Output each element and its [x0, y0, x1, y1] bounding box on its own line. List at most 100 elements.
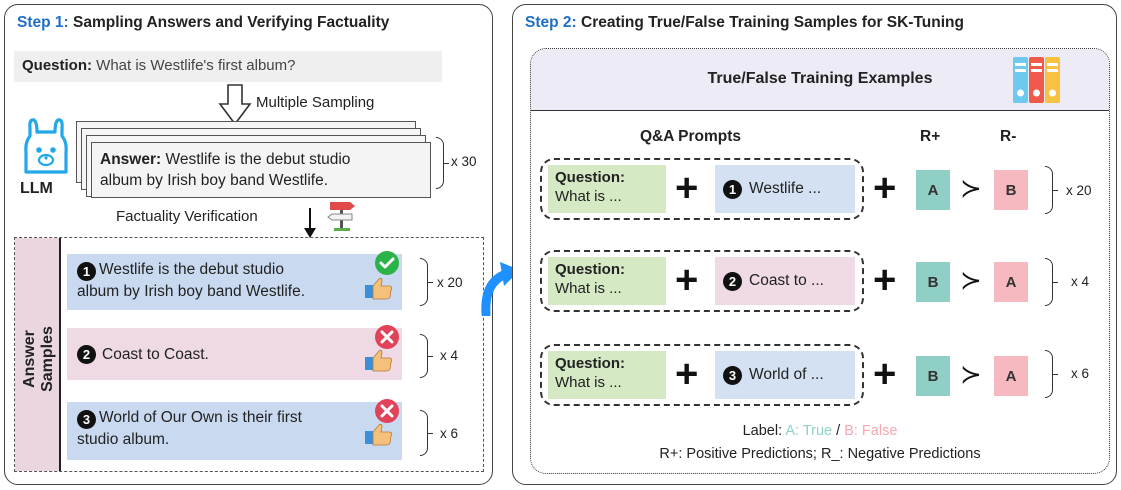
cross-verdict-icon — [375, 399, 399, 423]
sample-3-count: x 6 — [440, 426, 459, 441]
row-3-plus-2: + — [873, 352, 897, 396]
row-2-answer-text: Coast to ... — [749, 272, 824, 289]
row-3-question-text: What is ... — [555, 374, 622, 391]
training-row-2 — [540, 250, 864, 312]
sample-number-2: 2 — [77, 344, 96, 364]
sample-2-brace — [420, 334, 433, 378]
sample-number-3: 3 — [77, 410, 96, 429]
label-legend-false: B: False — [844, 423, 898, 439]
training-examples-title: True/False Training Examples — [707, 70, 933, 87]
r-plus-header: R+ — [920, 128, 941, 145]
question-bar: Question: What is Westlife's first album… — [14, 51, 442, 82]
row-1-r-plus: A — [916, 170, 950, 210]
step1-title: Step 1: Sampling Answers and Verifying F… — [17, 14, 389, 32]
label-legend-prefix: Label: — [742, 423, 786, 439]
row-1-question: Question: What is ... — [548, 165, 666, 213]
row-1-count: x 20 — [1066, 183, 1092, 198]
row-2-question-text: What is ... — [555, 280, 622, 297]
question-text: What is Westlife's first album? — [96, 57, 296, 74]
hand-thumb-icon — [365, 423, 393, 446]
sample-number-1: 1 — [77, 262, 96, 281]
sample-1-count: x 20 — [437, 275, 463, 290]
row-3-r-minus: A — [994, 356, 1028, 396]
row-2-question: Question: What is ... — [548, 257, 666, 305]
row-2-plus-2: + — [873, 258, 897, 302]
row-2-r-minus: A — [994, 262, 1028, 302]
row-2-r-plus: B — [916, 262, 950, 302]
sample-3-brace — [420, 410, 433, 456]
verification-down-arrow-icon — [304, 208, 316, 238]
cross-verdict-icon — [375, 325, 399, 349]
answer-samples-sidebar — [15, 238, 59, 471]
row-3-answer: 3 World of ... — [715, 351, 855, 399]
row-3-count: x 6 — [1071, 366, 1090, 381]
row-1-plus-2: + — [873, 166, 897, 210]
answer-samples-divider — [59, 238, 61, 471]
training-row-3 — [540, 344, 864, 406]
answer-text-line1: Westlife is the debut studio — [165, 151, 351, 168]
signpost-icon — [327, 202, 355, 231]
sample-count: x 30 — [451, 154, 477, 169]
answer-text-line2: album by Irish boy band Westlife. — [100, 172, 329, 189]
row-2-brace — [1045, 258, 1058, 306]
row-1-r-minus: B — [994, 170, 1028, 210]
factuality-verification-label: Factuality Verification — [116, 208, 258, 225]
question-label: Question: — [22, 57, 92, 74]
sample-1-line2: album by Irish boy band Westlife. — [77, 283, 306, 300]
step2-label: Step 2: — [525, 14, 577, 31]
row-2-plus: + — [675, 258, 699, 302]
label-legend: Label: A: True / B: False — [530, 423, 1110, 439]
r-minus-header: R- — [1000, 128, 1017, 145]
qa-prompts-header: Q&A Prompts — [640, 128, 742, 145]
answer-label: Answer: — [100, 151, 162, 168]
multiple-sampling-arrow-icon — [218, 84, 252, 126]
sample-2-line1: Coast to Coast. — [102, 345, 209, 363]
hand-thumb-icon — [365, 277, 393, 300]
step2-title: Step 2: Creating True/False Training Sam… — [525, 14, 964, 32]
step1-label: Step 1: — [17, 14, 69, 31]
row-2-number: 2 — [723, 271, 742, 291]
row-1-answer-text: Westlife ... — [749, 180, 822, 197]
step1-title-text: Sampling Answers and Verifying Factualit… — [73, 14, 390, 31]
row-2-question-label: Question: — [555, 261, 625, 278]
answer-samples-box — [14, 237, 484, 472]
binders-icon — [1013, 57, 1060, 103]
row-2-succeeds-icon: ≻ — [960, 265, 982, 295]
check-verdict-icon — [375, 251, 399, 275]
row-3-brace — [1045, 350, 1058, 398]
row-3-r-plus: B — [916, 356, 950, 396]
step2-title-text: Creating True/False Training Samples for… — [581, 14, 964, 31]
row-3-succeeds-icon: ≻ — [960, 359, 982, 389]
row-3-plus: + — [675, 352, 699, 396]
row-1-brace — [1045, 166, 1058, 214]
row-1-question-label: Question: — [555, 169, 625, 186]
row-1-number: 1 — [723, 179, 742, 199]
sample-3-line2: studio album. — [77, 431, 170, 448]
predictions-legend: R+: Positive Predictions; R_: Negative P… — [659, 446, 981, 462]
sample-2-count: x 4 — [440, 348, 459, 363]
answer-samples-label: Answer Samples — [21, 326, 56, 392]
multiple-sampling-label: Multiple Sampling — [256, 94, 375, 111]
llm-label: LLM — [20, 180, 53, 197]
row-1-plus: + — [675, 166, 699, 210]
sample-3-line1: World of Our Own is their first — [99, 409, 302, 426]
answer-sample-2: 2 Coast to Coast. — [67, 328, 402, 380]
sample-1-line1: Westlife is the debut studio — [99, 261, 284, 278]
hand-thumb-icon — [365, 349, 393, 372]
label-legend-sep: / — [832, 423, 845, 439]
row-1-succeeds-icon: ≻ — [960, 173, 982, 203]
training-examples-box — [530, 48, 1110, 474]
row-3-answer-text: World of ... — [749, 366, 824, 383]
sample-count-brace — [436, 137, 449, 189]
row-3-number: 3 — [723, 365, 742, 385]
row-2-count: x 4 — [1071, 274, 1090, 289]
llama-icon — [24, 118, 68, 174]
row-1-question-text: What is ... — [555, 188, 622, 205]
answer-card: Answer: Westlife is the debut studio alb… — [91, 142, 431, 198]
row-1-answer: 1 Westlife ... — [715, 165, 855, 213]
label-legend-true: A: True — [785, 423, 833, 439]
row-3-question: Question: What is ... — [548, 351, 666, 399]
training-row-1 — [540, 158, 864, 220]
